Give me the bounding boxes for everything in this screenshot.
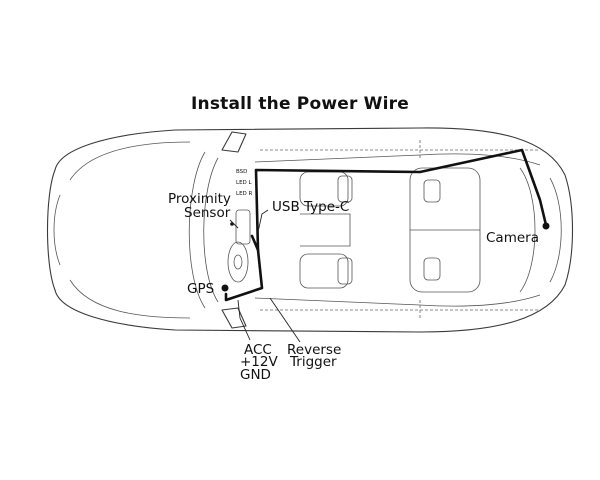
mirror-top <box>221 131 247 153</box>
gps-module <box>221 284 229 292</box>
label-usb-type-c: USB Type-C <box>272 199 349 215</box>
car-outline <box>46 127 573 333</box>
usb-leader <box>257 209 269 233</box>
rear-headrest-right <box>423 257 441 281</box>
power-wire <box>224 148 548 302</box>
roof-line-bottom <box>254 294 541 307</box>
label-camera: Camera <box>486 230 539 246</box>
trunk-line <box>549 177 562 283</box>
center-console <box>300 213 351 247</box>
label-gps: GPS <box>187 281 214 297</box>
label-bsd: BSD <box>236 169 247 175</box>
reverse-leader <box>269 297 301 343</box>
label-trigger: Trigger <box>289 354 337 370</box>
hood-line <box>69 141 191 181</box>
front-seat-left-back <box>337 175 353 203</box>
camera-connector <box>542 222 550 230</box>
windshield <box>188 151 206 309</box>
label-led-r: LED R <box>236 191 253 197</box>
rear-headrest-left <box>423 179 441 203</box>
acc-leader <box>237 299 251 341</box>
seats <box>299 167 481 293</box>
proximity-leader <box>229 219 239 229</box>
label-gnd: GND <box>240 367 271 383</box>
label-proximity-2: Sensor <box>184 205 231 221</box>
rear-window <box>519 167 536 293</box>
windshield-inner <box>203 157 219 303</box>
front-seat-right <box>299 253 349 289</box>
label-led-l: LED L <box>236 180 253 186</box>
steering-wheel <box>227 241 249 283</box>
front-seat-right-back <box>337 257 353 285</box>
mirror-bottom <box>221 307 247 329</box>
wire-branch-usb <box>250 234 260 252</box>
roof-line-top <box>254 153 541 166</box>
hood-line-lower <box>69 279 191 319</box>
label-reverse: Reverse <box>287 342 341 358</box>
label-12v: +12V <box>240 354 278 370</box>
steering-hub <box>233 254 243 270</box>
label-acc: ACC <box>244 342 272 358</box>
front-bumper <box>53 194 61 266</box>
dashboard <box>227 209 251 283</box>
car-body <box>46 127 573 333</box>
diagram-title: Install the Power Wire <box>191 94 409 114</box>
module-block <box>235 209 251 245</box>
label-proximity-1: Proximity <box>168 191 231 207</box>
